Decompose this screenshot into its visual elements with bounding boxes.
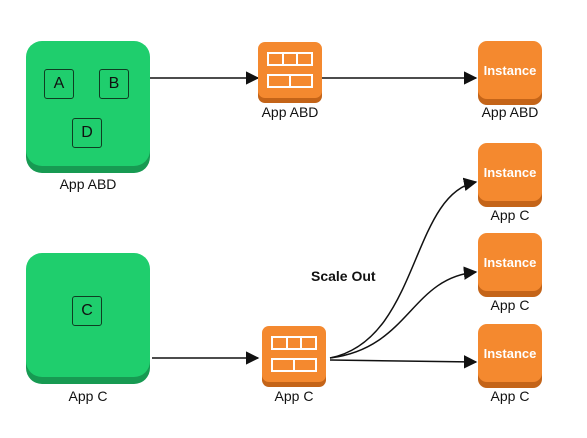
instance-c-1: Instance bbox=[478, 143, 542, 201]
instance-c-3: Instance bbox=[478, 324, 542, 382]
load-balancer-c-caption: App C bbox=[274, 388, 314, 404]
instance-c-3-caption: App C bbox=[490, 388, 530, 404]
app-c-caption: App C bbox=[68, 388, 108, 404]
edge-lb-c-to-instance-2 bbox=[329, 266, 478, 359]
load-balancer-abd-caption: App ABD bbox=[261, 104, 319, 120]
app-abd-caption: App ABD bbox=[59, 176, 117, 192]
load-balancer-c bbox=[262, 326, 326, 382]
edge-lb-c-to-instance-1 bbox=[329, 177, 478, 359]
app-c-box: C bbox=[26, 253, 150, 377]
load-balancer-icon bbox=[271, 336, 317, 372]
module-b: B bbox=[99, 69, 129, 99]
edge-lb-c-to-instance-3 bbox=[329, 355, 478, 369]
load-balancer-abd bbox=[258, 42, 322, 98]
module-d: D bbox=[72, 118, 102, 148]
instance-c-2-caption: App C bbox=[490, 297, 530, 313]
load-balancer-icon bbox=[267, 52, 313, 88]
instance-abd-caption: App ABD bbox=[481, 104, 539, 120]
module-c: C bbox=[72, 296, 102, 326]
instance-abd: Instance bbox=[478, 41, 542, 99]
module-a: A bbox=[44, 69, 74, 99]
instance-c-1-caption: App C bbox=[490, 207, 530, 223]
scale-out-label: Scale Out bbox=[311, 268, 376, 284]
app-abd-box: A B D bbox=[26, 41, 150, 166]
instance-c-2: Instance bbox=[478, 233, 542, 291]
